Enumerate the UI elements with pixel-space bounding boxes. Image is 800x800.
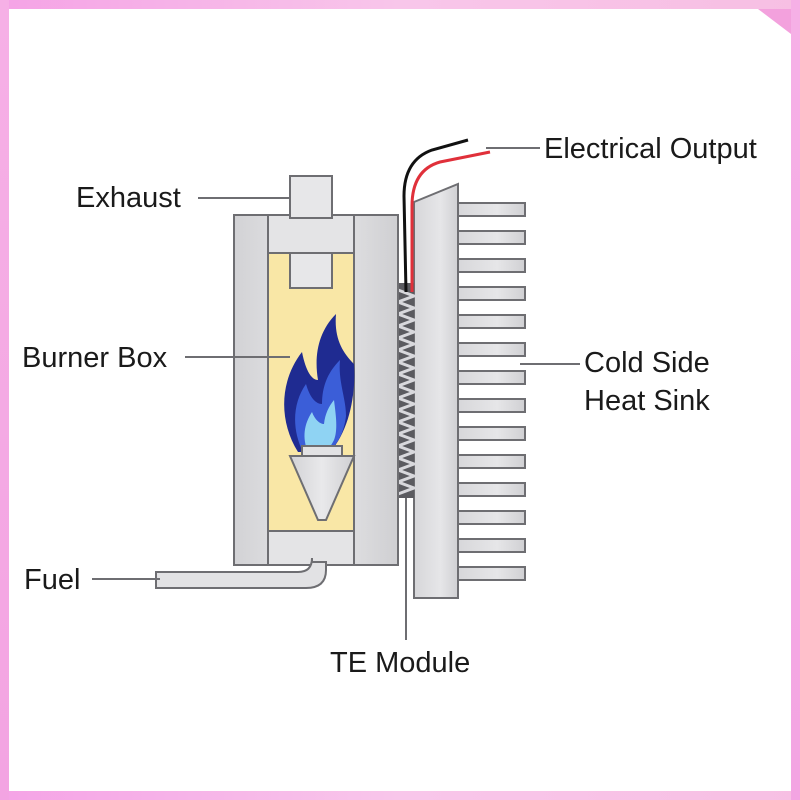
exhaust-pipe: [289, 175, 333, 219]
exhaust-label: Exhaust: [76, 182, 181, 214]
corner-sparkle-icon: [758, 9, 791, 34]
leader-lines: [92, 147, 580, 640]
heat-sink-base: [413, 182, 459, 599]
te-module-label: TE Module: [330, 647, 470, 679]
cold-side-label: Cold Side: [584, 347, 710, 379]
heat-sink: [413, 182, 526, 599]
fuel-label: Fuel: [24, 564, 80, 596]
burner-nozzle: [288, 445, 356, 521]
te-module: [393, 283, 419, 498]
exhaust-inner-tube: [289, 252, 333, 289]
heat-sink-label: Heat Sink: [584, 385, 710, 417]
fuel-pipe: [155, 557, 327, 589]
burner-box-label: Burner Box: [22, 342, 168, 374]
heat-sink-fins: [454, 202, 526, 581]
flame-icon: [284, 314, 355, 452]
electrical-wires: [402, 138, 491, 293]
electrical-output-label: Electrical Output: [544, 133, 757, 165]
